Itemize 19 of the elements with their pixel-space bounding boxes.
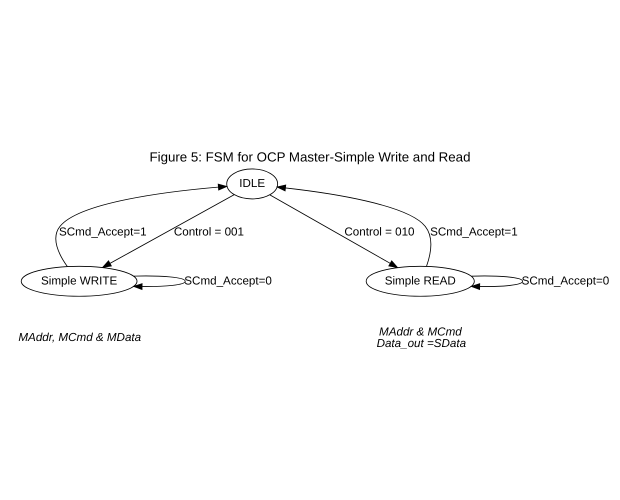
arrow (276, 184, 432, 266)
edge-label: SCmd_Accept=1 (430, 225, 518, 238)
arrow (55, 183, 228, 266)
node-ellipse: Simple WRITE (20, 265, 138, 296)
edge-label: SCmd_Accept=1 (59, 225, 147, 238)
arrow (102, 194, 235, 268)
node-ellipse: IDLE (226, 168, 278, 199)
node-label: MAddr & MCmd (379, 325, 462, 338)
edge-label: SCmd_Accept=0 (184, 274, 272, 287)
node-ellipse: Simple READ (366, 265, 475, 296)
node-label: MAddr, MCmd & MData (18, 330, 142, 344)
edge-label: SCmd_Accept=0 (522, 274, 610, 287)
diagram-title: Figure 5: FSM for OCP Master-Simple Write and Read (150, 148, 470, 164)
node-label: Data_out =SData (376, 336, 466, 350)
edge-label: Control = 001 (174, 225, 244, 238)
arrow (269, 194, 399, 268)
arrow (132, 275, 186, 290)
edge-label: Control = 010 (344, 225, 415, 238)
arrow (470, 275, 523, 290)
